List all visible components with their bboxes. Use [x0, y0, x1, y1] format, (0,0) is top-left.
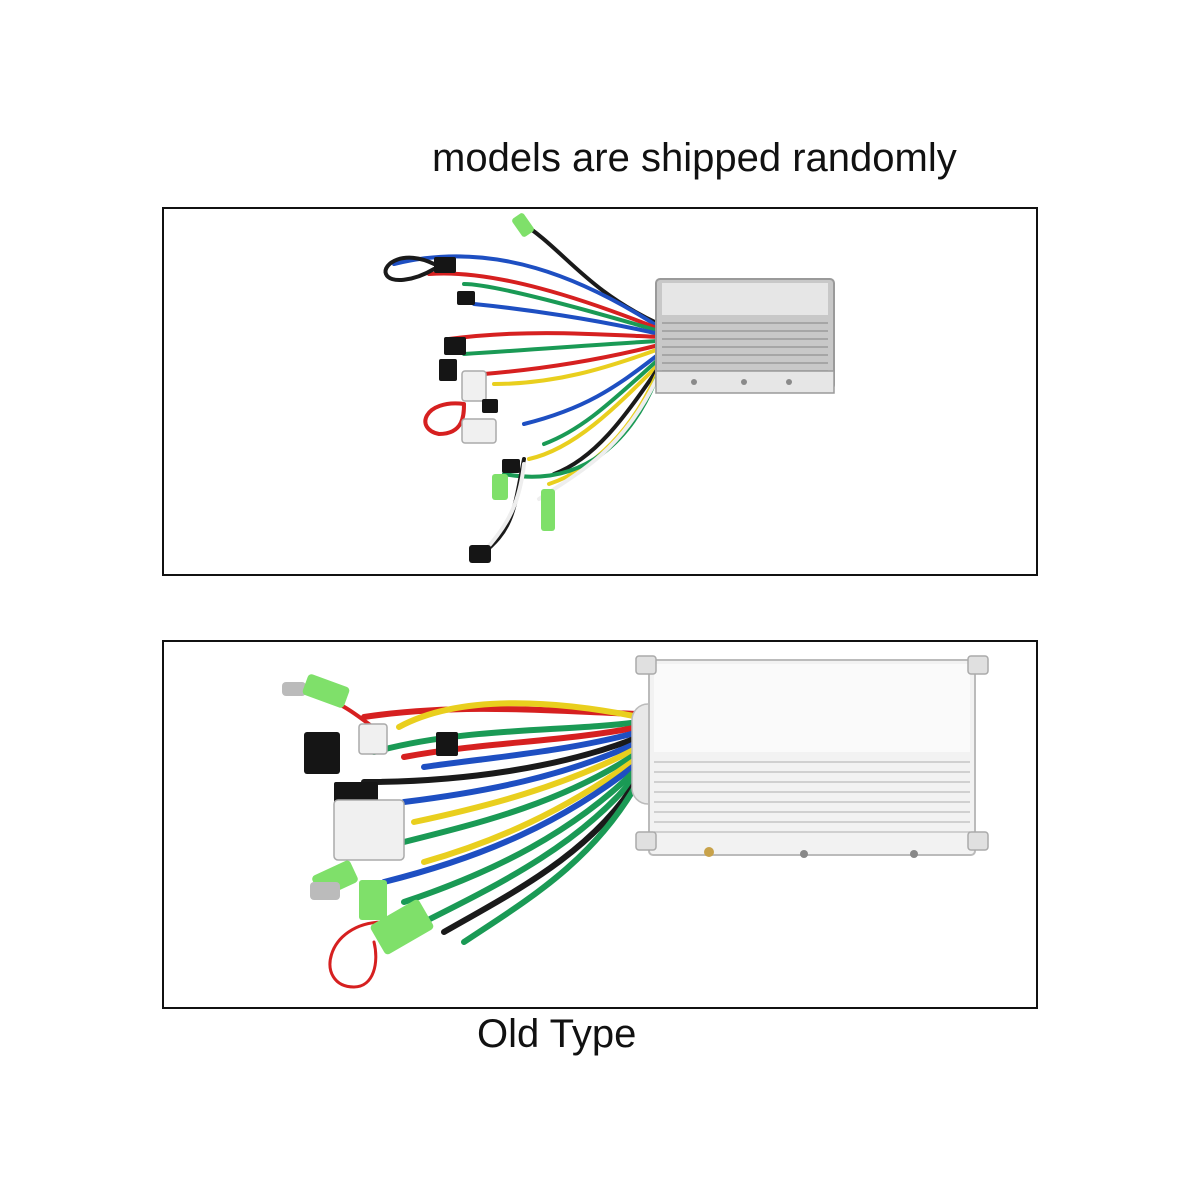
- controller-photo-frame-old: [162, 640, 1038, 1009]
- shipping-notice-heading: models are shipped randomly: [432, 136, 957, 180]
- old-type-caption: Old Type: [477, 1012, 637, 1056]
- controller-photo-frame-new: [162, 207, 1038, 576]
- controller-photo-new: [383, 213, 835, 563]
- controller-photo-old: [282, 655, 989, 989]
